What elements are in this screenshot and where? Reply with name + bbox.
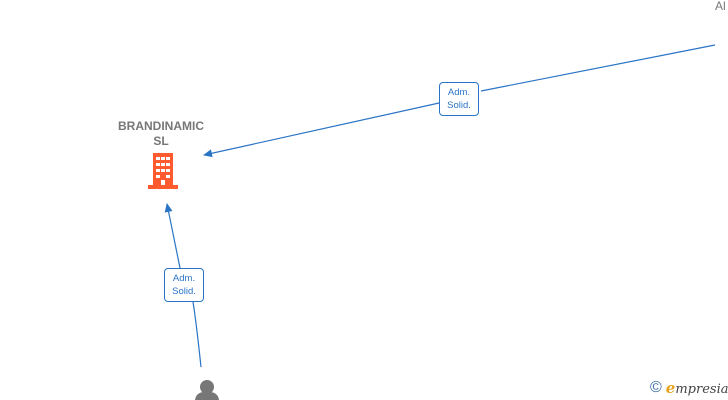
company-name-line2: SL — [153, 134, 169, 148]
edge-label-role[interactable]: Adm. Solid. — [164, 268, 204, 302]
copyright-icon: © — [650, 379, 662, 396]
building-icon[interactable] — [147, 153, 179, 189]
edge-label-line1: Adm. — [172, 273, 196, 284]
brand-rest: mpresia — [675, 382, 728, 397]
company-node-label[interactable]: BRANDINAMIC SL — [110, 119, 212, 149]
brand-logo: empresia — [665, 379, 728, 397]
empresia-watermark: ©empresia — [650, 379, 728, 399]
edge-person-to-company — [167, 204, 202, 368]
brand-initial: e — [665, 379, 676, 397]
partial-node-label: Al — [715, 0, 726, 13]
edge-label-line1: Adm. — [447, 87, 471, 98]
edge-label-line2: Solid. — [447, 100, 471, 111]
edge-label-line2: Solid. — [172, 286, 196, 297]
company-name-line1: BRANDINAMIC — [118, 119, 204, 133]
edge-top-right-to-company — [204, 44, 716, 155]
edge-label-role[interactable]: Adm. Solid. — [439, 82, 479, 116]
person-icon[interactable] — [193, 379, 221, 400]
